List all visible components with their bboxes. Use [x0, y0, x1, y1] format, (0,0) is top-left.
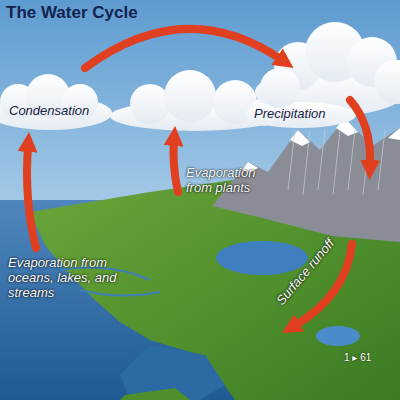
island	[120, 388, 190, 400]
bay	[120, 345, 225, 400]
cloud	[244, 22, 400, 128]
cycle-arrow	[27, 146, 36, 248]
page-reference: 1 ▸ 61	[344, 352, 371, 364]
cycle-arrow	[350, 100, 370, 166]
cycle-arrow	[174, 140, 179, 192]
stage-label: Evaporation from oceans, lakes, and stre…	[8, 256, 120, 301]
snow-cap	[388, 128, 400, 140]
cycle-arrow	[85, 29, 282, 68]
stage-label: Precipitation	[254, 107, 326, 122]
diagram-title: The Water Cycle	[6, 3, 138, 23]
stage-label: Condensation	[9, 104, 89, 119]
cloud	[0, 74, 112, 130]
stage-label: Evaporation from plants	[186, 166, 268, 196]
lake	[316, 326, 360, 346]
lake	[216, 241, 308, 275]
